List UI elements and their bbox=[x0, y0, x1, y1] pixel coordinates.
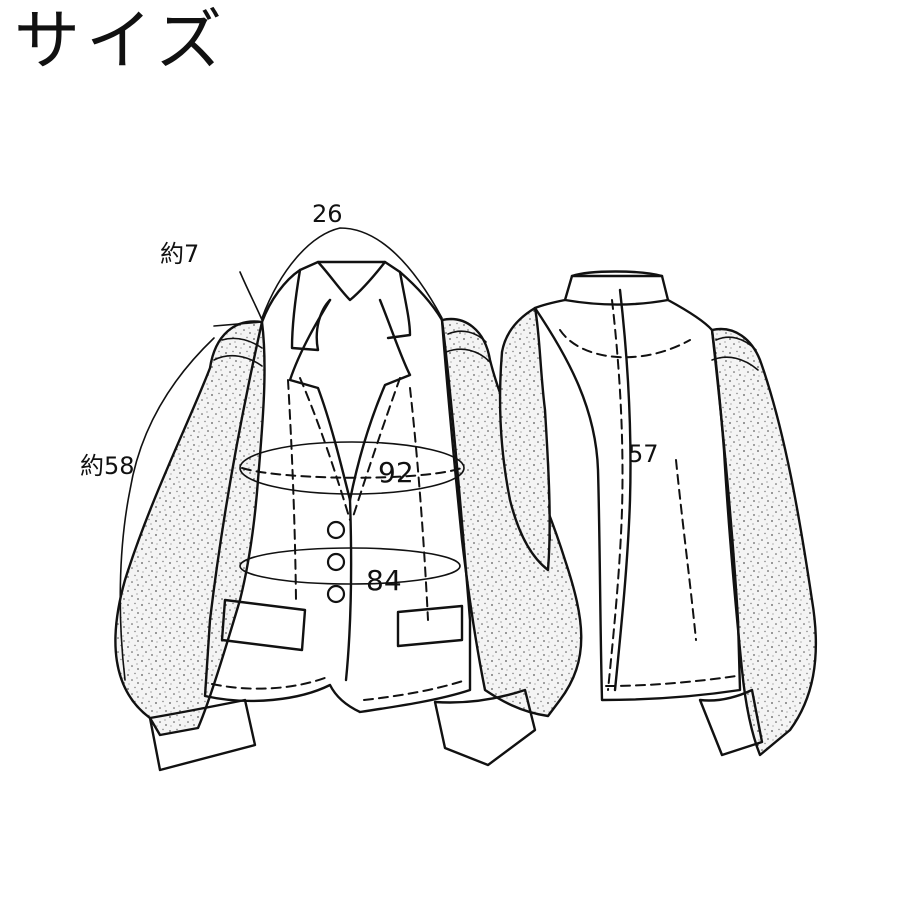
front-right-cuff bbox=[433, 688, 537, 767]
page-title: サイズ bbox=[14, 2, 229, 79]
front-lapel-stitch bbox=[299, 377, 401, 521]
back-collar bbox=[563, 270, 670, 306]
waist-measure-ellipse bbox=[239, 547, 461, 585]
front-body-outline bbox=[203, 260, 472, 714]
back-length-label: 57 bbox=[628, 440, 659, 468]
front-left-dart bbox=[287, 379, 297, 601]
front-right-dart bbox=[409, 387, 429, 621]
front-right-lapel bbox=[348, 298, 412, 502]
back-left-sleeve bbox=[498, 306, 551, 572]
back-yoke-stitch bbox=[559, 329, 691, 359]
front-view: 26 約7 約58 92 84 bbox=[80, 200, 583, 772]
back-body-outline bbox=[533, 274, 742, 702]
waist-label: 84 bbox=[366, 564, 402, 597]
front-right-puff bbox=[445, 330, 491, 363]
front-button-2 bbox=[326, 552, 346, 572]
back-center-seam bbox=[613, 288, 632, 692]
back-view: 57 bbox=[498, 270, 818, 757]
back-left-dart bbox=[547, 459, 551, 541]
front-right-pocket bbox=[396, 604, 464, 648]
back-hem-stitch bbox=[605, 675, 737, 687]
bust-measure-ellipse bbox=[239, 441, 465, 495]
sleeve-length-label: 約58 bbox=[80, 452, 135, 480]
front-left-cuff bbox=[148, 698, 257, 772]
front-left-pocket bbox=[220, 598, 307, 652]
back-center-stitch bbox=[607, 299, 624, 691]
front-left-lapel bbox=[288, 298, 352, 502]
back-right-dart bbox=[675, 459, 697, 641]
shoulder-drop-measure-line bbox=[213, 271, 263, 327]
shoulder-width-label: 26 bbox=[312, 200, 343, 228]
bust-label: 92 bbox=[378, 456, 414, 489]
shoulder-drop-label: 約7 bbox=[160, 240, 199, 268]
front-left-sleeve bbox=[114, 320, 266, 737]
sleeve-length-measure-arc bbox=[119, 337, 215, 681]
front-button-1 bbox=[326, 520, 346, 540]
bust-measure-back bbox=[241, 467, 463, 479]
front-hem-stitch bbox=[211, 675, 467, 701]
shoulder-measure-arc bbox=[261, 227, 443, 319]
front-left-puff bbox=[213, 337, 263, 367]
front-center-opening bbox=[344, 498, 353, 682]
back-right-cuff bbox=[698, 688, 764, 757]
front-button-3 bbox=[326, 584, 346, 604]
